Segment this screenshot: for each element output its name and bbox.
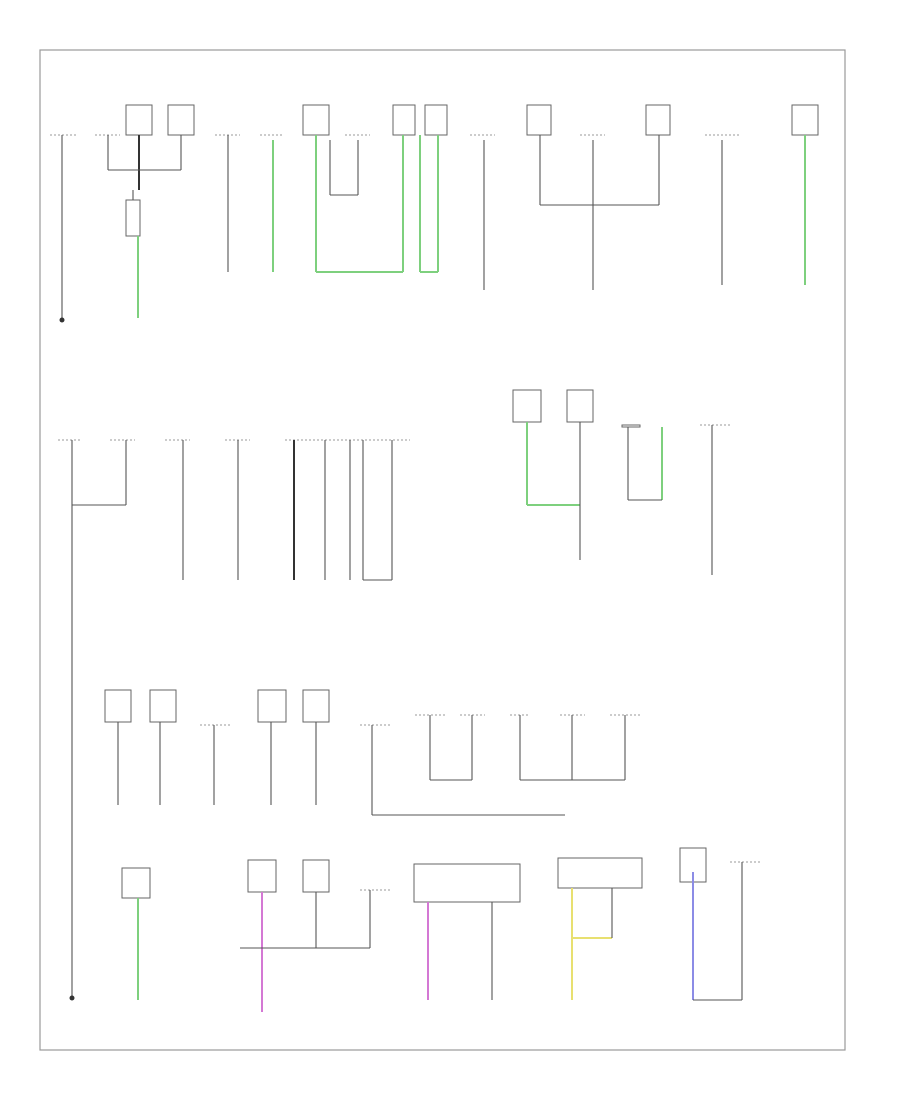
component-box [302,689,330,723]
row-4-components [121,847,760,1012]
component-box [125,199,141,237]
component-box [512,389,542,423]
component-box [413,863,521,903]
component-box [149,689,177,723]
component-box [104,689,132,723]
row-1-components [50,104,819,323]
component-box [125,104,153,136]
row-3-components [104,689,640,816]
ground-point [69,995,75,1001]
component-box [621,424,641,428]
component-box [791,104,819,136]
component-box [167,104,195,136]
component-box [247,859,277,893]
component-box [302,859,330,893]
component-box [392,104,416,136]
component-box [645,104,671,136]
component-box [557,857,643,889]
ground-point [59,317,65,323]
component-box [257,689,287,723]
row-2-components [58,389,730,1001]
component-box [121,867,151,899]
component-box [566,389,594,423]
component-box [424,104,448,136]
component-box [302,104,330,136]
component-box [526,104,552,136]
diagram-frame [39,49,846,1051]
